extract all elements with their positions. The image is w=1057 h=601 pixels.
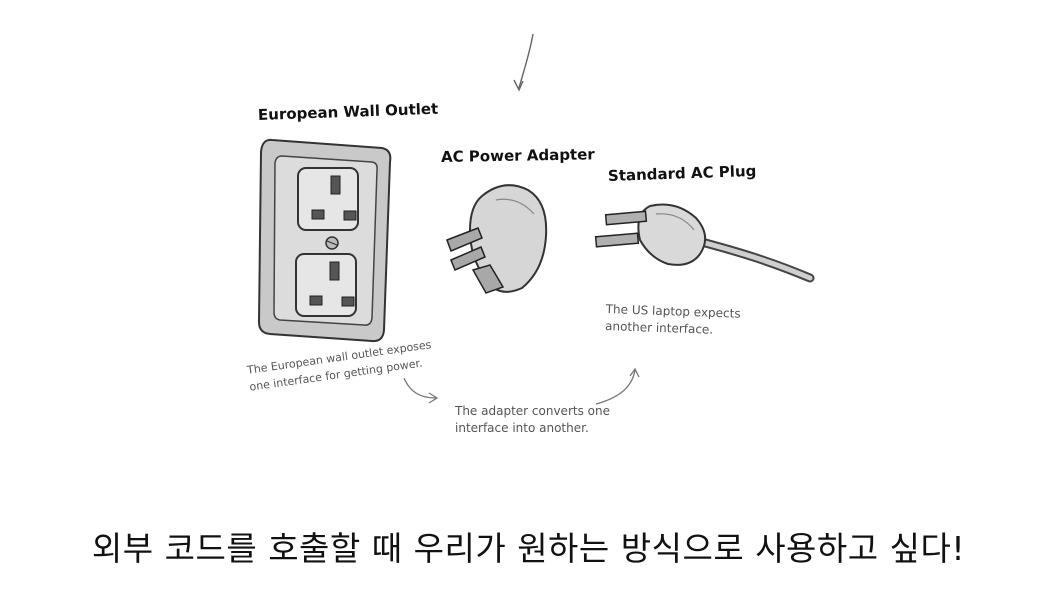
standard-ac-plug: [594, 203, 815, 283]
european-wall-outlet: [257, 138, 392, 343]
top-pointer-arrow: [513, 33, 534, 92]
caption-text: 외부 코드를 호출할 때 우리가 원하는 방식으로 사용하고 싶다!: [91, 529, 966, 568]
plug-note: The US laptop expects another interface.: [604, 301, 741, 337]
adapter-note: The adapter converts one interface into …: [455, 404, 610, 435]
outlet-to-adapter-arrow: [403, 377, 439, 404]
ac-power-adapter: [446, 184, 548, 294]
adapter-label: AC Power Adapter: [440, 145, 595, 166]
adapter-to-plug-arrow: [595, 367, 640, 405]
